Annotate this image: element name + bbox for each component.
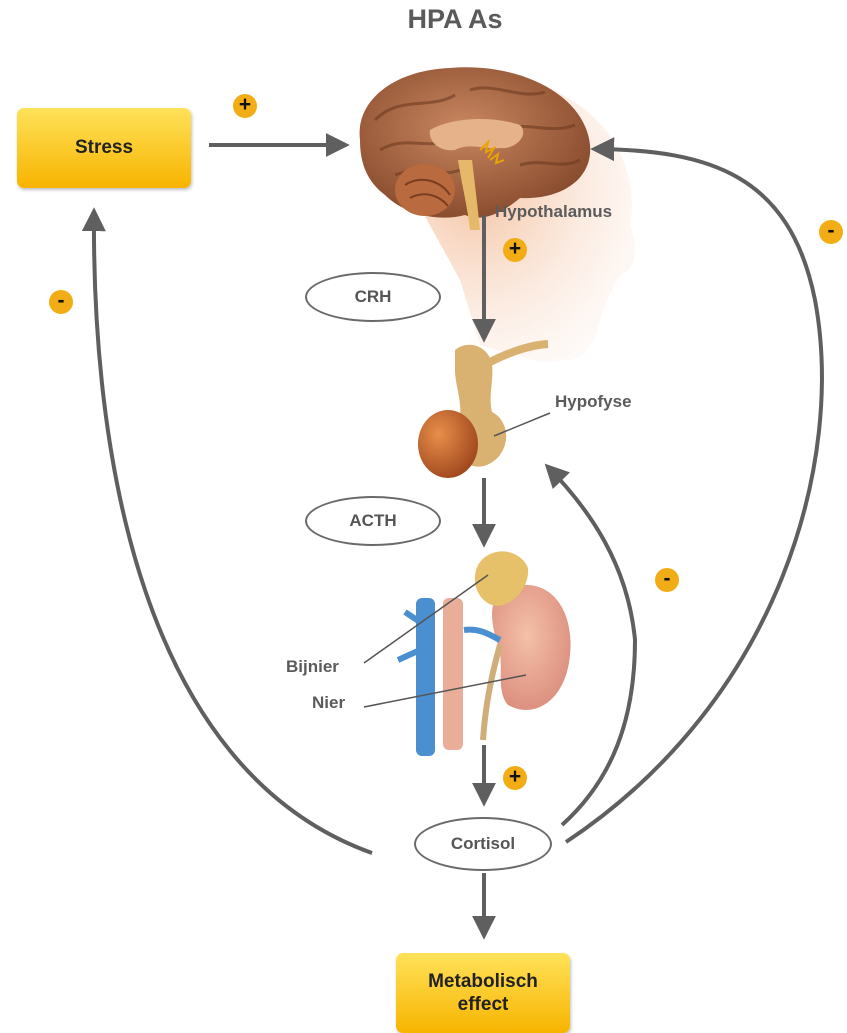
- minus-badge-hypofyse-feedback: -: [655, 568, 679, 592]
- metabolic-effect-box: Metabolisch effect: [396, 953, 570, 1033]
- crh-label: CRH: [355, 287, 392, 307]
- cortisol-label: Cortisol: [451, 834, 515, 854]
- metabolic-label-line1: Metabolisch: [428, 970, 538, 993]
- pituitary-illustration: [418, 344, 548, 478]
- stress-label: Stress: [75, 137, 133, 159]
- hypothalamus-label: Hypothalamus: [495, 202, 612, 222]
- crh-oval: CRH: [305, 272, 441, 322]
- plus-badge-hypothalamus: +: [503, 238, 527, 262]
- plus-badge-stress: +: [233, 94, 257, 118]
- acth-oval: ACTH: [305, 496, 441, 546]
- nier-label: Nier: [312, 693, 345, 713]
- hypofyse-label: Hypofyse: [555, 392, 632, 412]
- minus-badge-brain-feedback: -: [819, 220, 843, 244]
- metabolic-label-line2: effect: [458, 993, 509, 1016]
- minus-badge-stress-feedback: -: [49, 290, 73, 314]
- stress-box: Stress: [17, 108, 191, 188]
- bijnier-label: Bijnier: [286, 657, 339, 677]
- diagram-title: HPA As: [0, 4, 847, 35]
- acth-label: ACTH: [349, 511, 396, 531]
- kidney-illustration: [398, 551, 571, 756]
- cortisol-oval: Cortisol: [414, 817, 552, 871]
- plus-badge-cortisol: +: [503, 766, 527, 790]
